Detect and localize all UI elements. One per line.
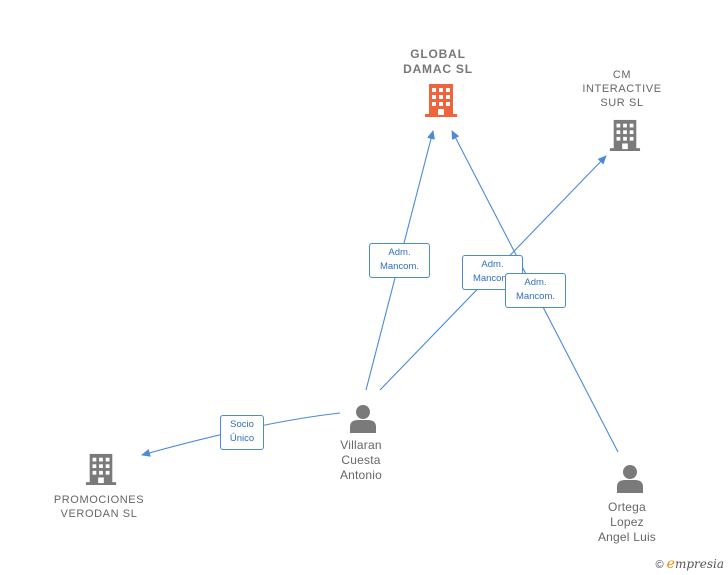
edge-label-line-2: Único <box>229 433 255 444</box>
ortega-label: Ortega Lopez Angel Luis <box>577 500 677 545</box>
villaran-label-line-1: Villaran <box>340 438 382 452</box>
brand-logo: empresia <box>666 556 724 572</box>
global-damac-label: GLOBAL DAMAC SL <box>378 47 498 77</box>
cm-interactive-label-line-1: CM <box>612 69 632 81</box>
ortega-label-line-2: Lopez <box>610 515 644 529</box>
person-icon[interactable] <box>348 403 378 433</box>
promociones-label: PROMOCIONES VERODAN SL <box>39 493 159 521</box>
building-icon[interactable] <box>424 82 458 118</box>
villaran-label-line-3: Antonio <box>339 468 383 482</box>
villaran-label: Villaran Cuesta Antonio <box>311 438 411 483</box>
edge-label-villaran-cm[interactable]: Adm. Mancom. <box>462 255 523 290</box>
villaran-label-line-2: Cuesta <box>341 453 381 467</box>
ortega-label-line-1: Ortega <box>608 500 646 514</box>
ortega-label-line-3: Angel Luis <box>597 530 657 544</box>
building-icon[interactable] <box>609 117 641 153</box>
promociones-label-line-1: PROMOCIONES <box>53 494 145 506</box>
edge-label-line-1: Adm. <box>388 247 411 258</box>
brand-rest: mpresia <box>674 557 724 571</box>
edge-label-line-2: Mancom. <box>379 261 420 272</box>
brand-initial: e <box>666 556 675 572</box>
cm-interactive-label-line-2: INTERACTIVE <box>582 83 662 95</box>
building-icon[interactable] <box>85 451 117 487</box>
cm-interactive-label-line-3: SUR SL <box>600 97 644 109</box>
edge-label-line-2: Mancom. <box>472 273 513 284</box>
cm-interactive-label: CM INTERACTIVE SUR SL <box>562 68 682 110</box>
empresia-watermark: © empresia <box>655 556 724 572</box>
edge-label-villaran-promociones[interactable]: Socio Único <box>220 415 264 450</box>
edge-label-line-1: Socio <box>230 419 254 430</box>
edge-label-line-1: Adm. <box>481 259 504 270</box>
copyright-symbol: © <box>655 559 664 571</box>
global-damac-label-line-1: GLOBAL <box>410 47 466 61</box>
edge-label-villaran-global[interactable]: Adm. Mancom. <box>369 243 430 278</box>
edge-label-line-1: Adm. <box>524 277 547 288</box>
edge-label-line-2: Mancom. <box>515 291 556 302</box>
global-damac-label-line-2: DAMAC SL <box>403 62 473 76</box>
promociones-label-line-2: VERODAN SL <box>60 508 138 520</box>
edge-label-ortega-global[interactable]: Adm. Mancom. <box>505 273 566 308</box>
person-icon[interactable] <box>615 463 645 493</box>
